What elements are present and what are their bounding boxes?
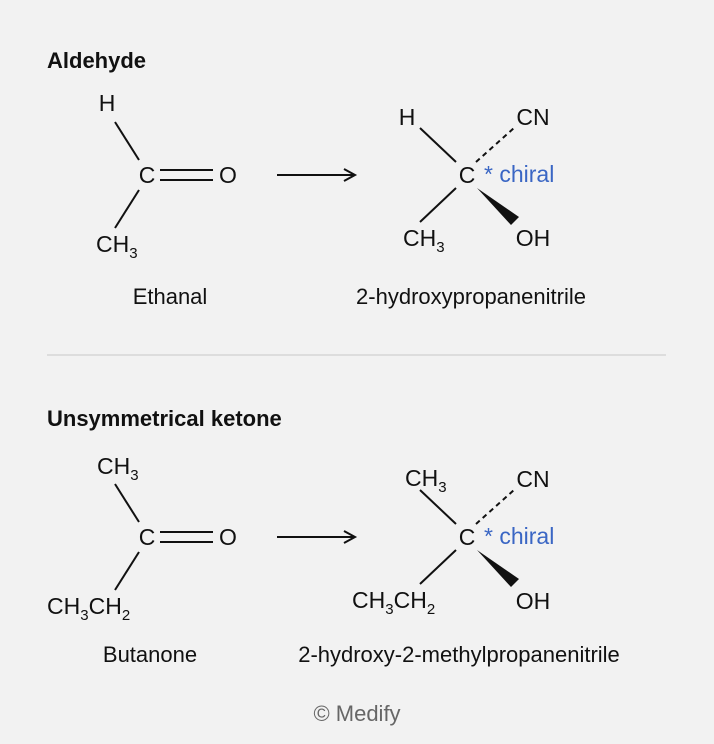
chiral-label: * chiral — [484, 161, 554, 187]
atom-bottom: CH3CH2 — [47, 593, 130, 624]
section-title: Aldehyde — [47, 48, 146, 73]
atom-top: H — [99, 90, 116, 116]
atom-bottom-right: OH — [516, 588, 551, 614]
product-2-hydroxypropanenitrile: H CN C * chiral CH3 OH 2-hydroxypropanen… — [356, 104, 586, 309]
atom-top-right: CN — [516, 466, 549, 492]
reactant-ethanal: H C O CH3 Ethanal — [96, 90, 237, 309]
compound-name: Ethanal — [133, 284, 208, 309]
bond — [114, 121, 140, 161]
reaction-arrow — [277, 168, 358, 182]
bond — [114, 483, 140, 523]
atom-top-left: H — [399, 104, 416, 130]
bond — [114, 189, 140, 229]
atom-center: C — [459, 524, 476, 550]
atom-center: C — [139, 524, 156, 550]
atom-center: C — [139, 162, 156, 188]
atom-oxygen: O — [219, 524, 237, 550]
atom-center: C — [459, 162, 476, 188]
bond — [419, 549, 457, 585]
bond — [114, 551, 140, 591]
section-title: Unsymmetrical ketone — [47, 406, 282, 431]
atom-bottom-left: CH3CH2 — [352, 587, 435, 618]
bond — [419, 489, 457, 525]
compound-name: Butanone — [103, 642, 197, 667]
atom-bottom-right: OH — [516, 225, 551, 251]
copyright: © Medify — [313, 701, 400, 726]
atom-top: CH3 — [97, 453, 139, 484]
atom-bottom: CH3 — [96, 231, 138, 262]
atom-bottom-left: CH3 — [403, 225, 445, 256]
chiral-label: * chiral — [484, 523, 554, 549]
reaction-arrow — [277, 530, 358, 544]
atom-top-left: CH3 — [405, 465, 447, 496]
bond — [419, 127, 457, 163]
atom-oxygen: O — [219, 162, 237, 188]
wedge-bond — [477, 550, 519, 587]
wedge-bond — [477, 188, 519, 225]
compound-name: 2-hydroxy-2-methylpropanenitrile — [298, 642, 620, 667]
section-aldehyde: Aldehyde H C O CH3 Ethanal H CN C * chir… — [47, 48, 586, 309]
product-2-hydroxy-2-methylpropanenitrile: CH3 CN C * chiral CH3CH2 OH 2-hydroxy-2-… — [298, 465, 620, 667]
compound-name: 2-hydroxypropanenitrile — [356, 284, 586, 309]
section-unsymmetrical-ketone: Unsymmetrical ketone CH3 C O CH3CH2 Buta… — [47, 406, 620, 667]
bond — [419, 187, 457, 223]
reactant-butanone: CH3 C O CH3CH2 Butanone — [47, 453, 237, 667]
atom-top-right: CN — [516, 104, 549, 130]
